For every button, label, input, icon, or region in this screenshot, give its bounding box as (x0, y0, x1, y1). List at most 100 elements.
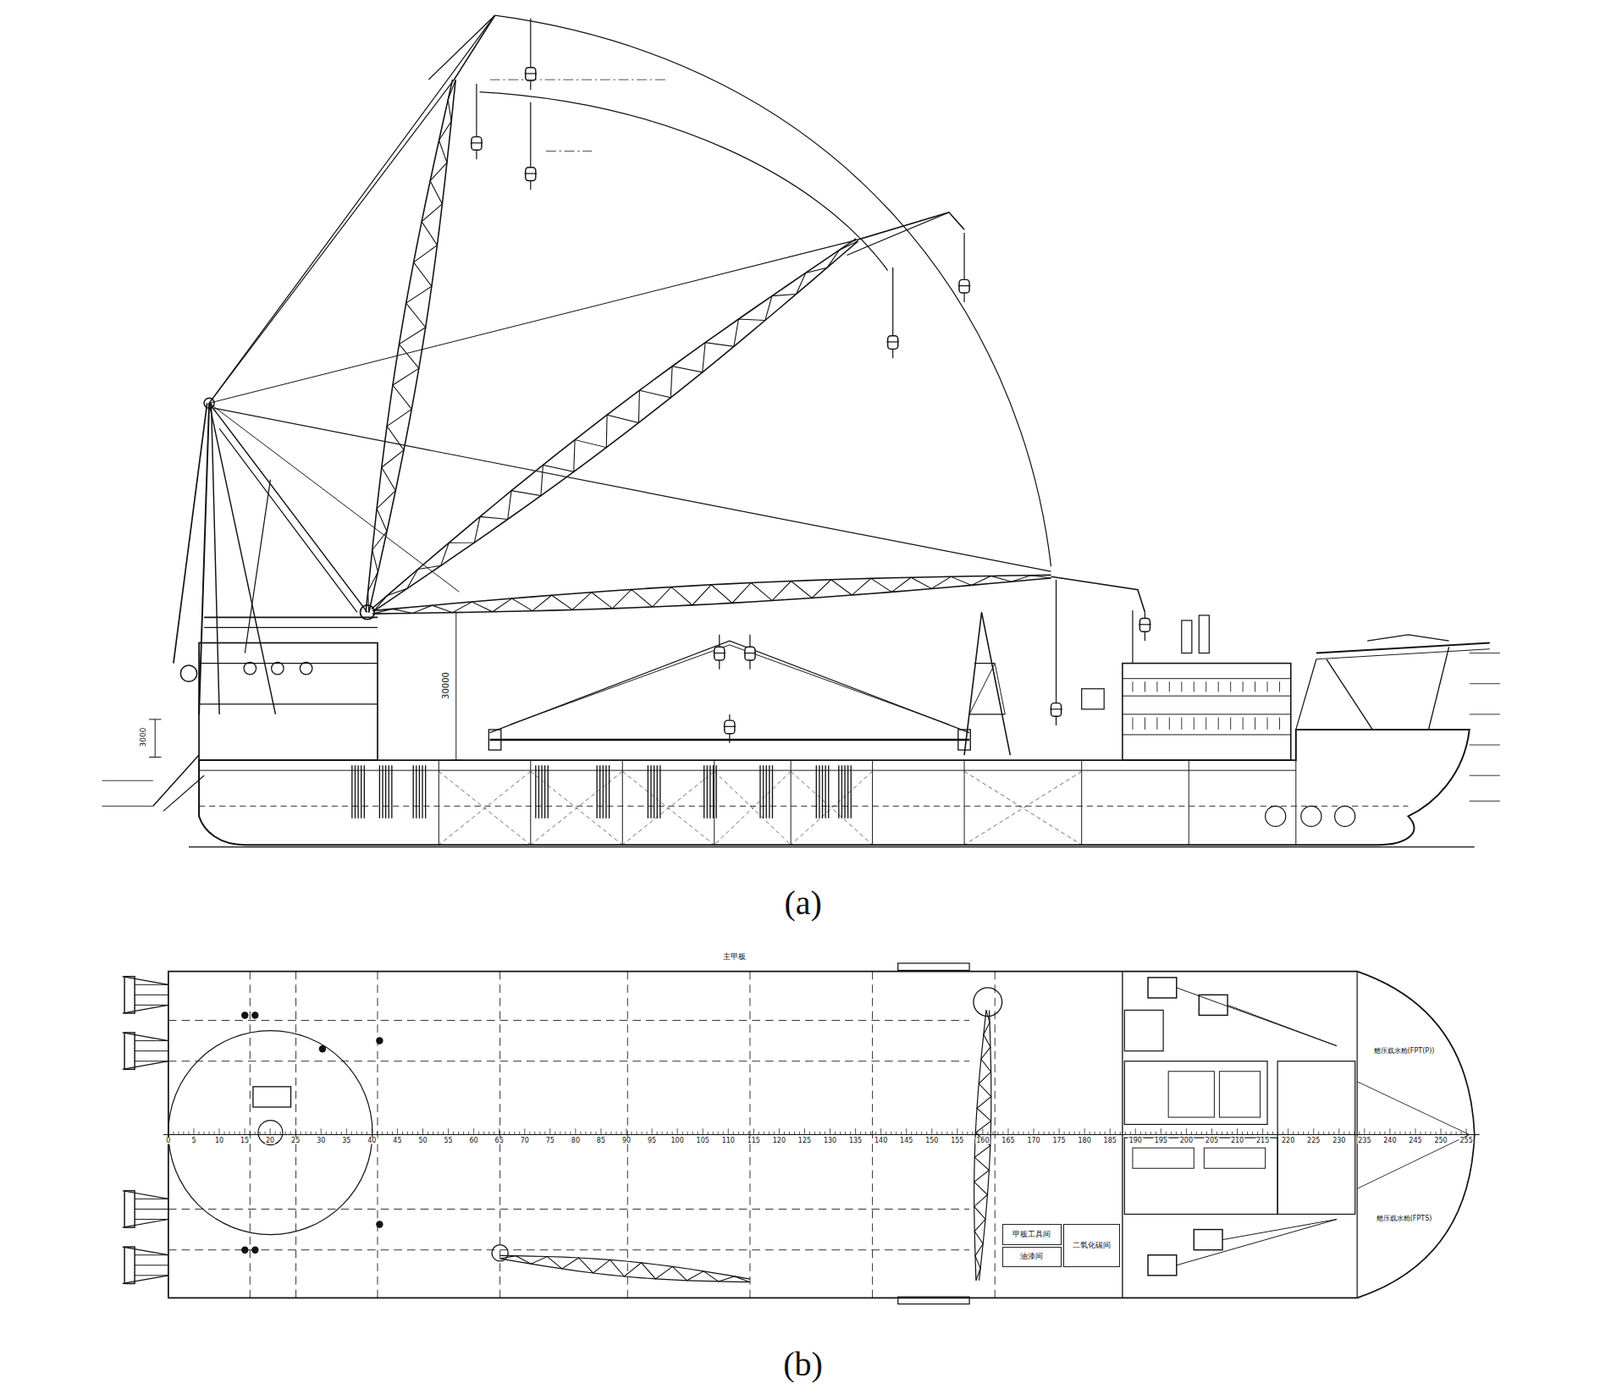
frame-tick (366, 1131, 368, 1136)
frame-number: 190 (1128, 1136, 1143, 1145)
frame-number: 155 (949, 1136, 965, 1145)
frame-tick (275, 1131, 276, 1136)
frame-tick (844, 1131, 846, 1136)
outrigger (122, 1032, 169, 1042)
helicopter (1367, 634, 1449, 641)
frame-tick (1038, 1131, 1040, 1136)
boom-lacing (373, 241, 859, 613)
room (1219, 1071, 1260, 1118)
frame-tick (1069, 1131, 1071, 1136)
cargo-stack (759, 765, 761, 819)
frame-tick (631, 1131, 633, 1136)
cargo-stack (535, 765, 536, 819)
subfigure-label: (a) (783, 884, 822, 922)
frame-tick (849, 1131, 851, 1136)
frame-tick (865, 1131, 867, 1136)
frame-tick (971, 1131, 973, 1136)
frame-tick (270, 1128, 271, 1135)
cargo-stack (709, 765, 711, 819)
window (1131, 681, 1133, 692)
jib (857, 212, 966, 241)
a-frame (209, 402, 276, 715)
frame-tick (1445, 1131, 1447, 1136)
bulkhead (871, 760, 873, 845)
frame-tick (1175, 1131, 1177, 1136)
frame-tick (493, 1131, 495, 1136)
frame-tick (692, 1131, 694, 1136)
frame-tick (834, 1131, 836, 1136)
cargo-stack (540, 765, 542, 819)
hook-block (1138, 623, 1151, 625)
frame-tick (794, 1131, 795, 1136)
cargo-stack (351, 765, 353, 819)
cargo-stack (385, 765, 387, 819)
frame-tick (351, 1131, 353, 1136)
frame-tick (1191, 1131, 1192, 1136)
frame-tick (987, 1131, 988, 1136)
frame-tick (626, 1128, 628, 1135)
pendant (209, 79, 454, 403)
a-frame (173, 402, 208, 663)
frame-tick (1023, 1131, 1025, 1136)
outrigger-post (124, 1246, 135, 1284)
bracing (714, 771, 791, 845)
cargo-stack (659, 765, 661, 819)
frame-tick (1140, 1131, 1142, 1136)
outrigger-post (124, 1032, 135, 1070)
frame-tick (574, 1128, 576, 1135)
frame-number: 95 (646, 1136, 657, 1145)
window (1267, 717, 1269, 729)
mooring-line (1176, 1219, 1337, 1266)
frame-tick (193, 1128, 194, 1135)
frame-tick (1145, 1131, 1147, 1136)
frame-tick (1297, 1131, 1299, 1136)
frame-number: 160 (975, 1136, 990, 1145)
outrigger-arm (134, 1004, 169, 1006)
bracing (790, 771, 872, 845)
room (1132, 1147, 1194, 1169)
frame-tick (946, 1131, 948, 1136)
frame-tick (733, 1131, 734, 1136)
frame-tick (753, 1128, 755, 1135)
frame-tick (310, 1131, 312, 1136)
frame-tick (1302, 1131, 1304, 1136)
window (1156, 681, 1158, 692)
outrigger (122, 1275, 169, 1285)
dimension-line (148, 756, 161, 758)
pendant (209, 15, 496, 403)
helideck-support (1326, 659, 1373, 730)
frame-tick (1186, 1128, 1187, 1135)
frame-tick (997, 1131, 999, 1136)
hoist-rope (749, 634, 751, 647)
frame-tick (432, 1131, 434, 1136)
frame-tick (748, 1131, 750, 1136)
frame-tick (1424, 1131, 1426, 1136)
grid-line (168, 1208, 970, 1210)
bollard (319, 1046, 326, 1053)
frame-number: 25 (290, 1136, 301, 1145)
frame-tick (356, 1131, 358, 1136)
grid-line (168, 1249, 970, 1251)
bulkhead (438, 760, 440, 845)
bulkhead (1081, 760, 1082, 845)
frame-tick (381, 1131, 383, 1136)
bracing (622, 771, 714, 845)
baseline (188, 846, 1475, 848)
frame-number: 175 (1051, 1136, 1066, 1145)
bow-line (1357, 1081, 1470, 1190)
frame-number: 120 (772, 1136, 787, 1145)
room (1277, 1061, 1356, 1215)
bracing (622, 771, 714, 845)
frame-tick (829, 1128, 831, 1135)
frame-tick (1155, 1131, 1157, 1136)
frame-tick (1241, 1131, 1243, 1136)
frame-tick (584, 1131, 586, 1136)
hook (1055, 716, 1057, 726)
draft-mark (102, 805, 154, 807)
frame-tick (773, 1131, 775, 1136)
bulkhead (1121, 971, 1123, 1299)
subfigure-label: (b) (783, 1346, 823, 1384)
frame-tick (1165, 1131, 1167, 1136)
backstay (219, 428, 358, 613)
frame-number: 100 (670, 1136, 685, 1145)
